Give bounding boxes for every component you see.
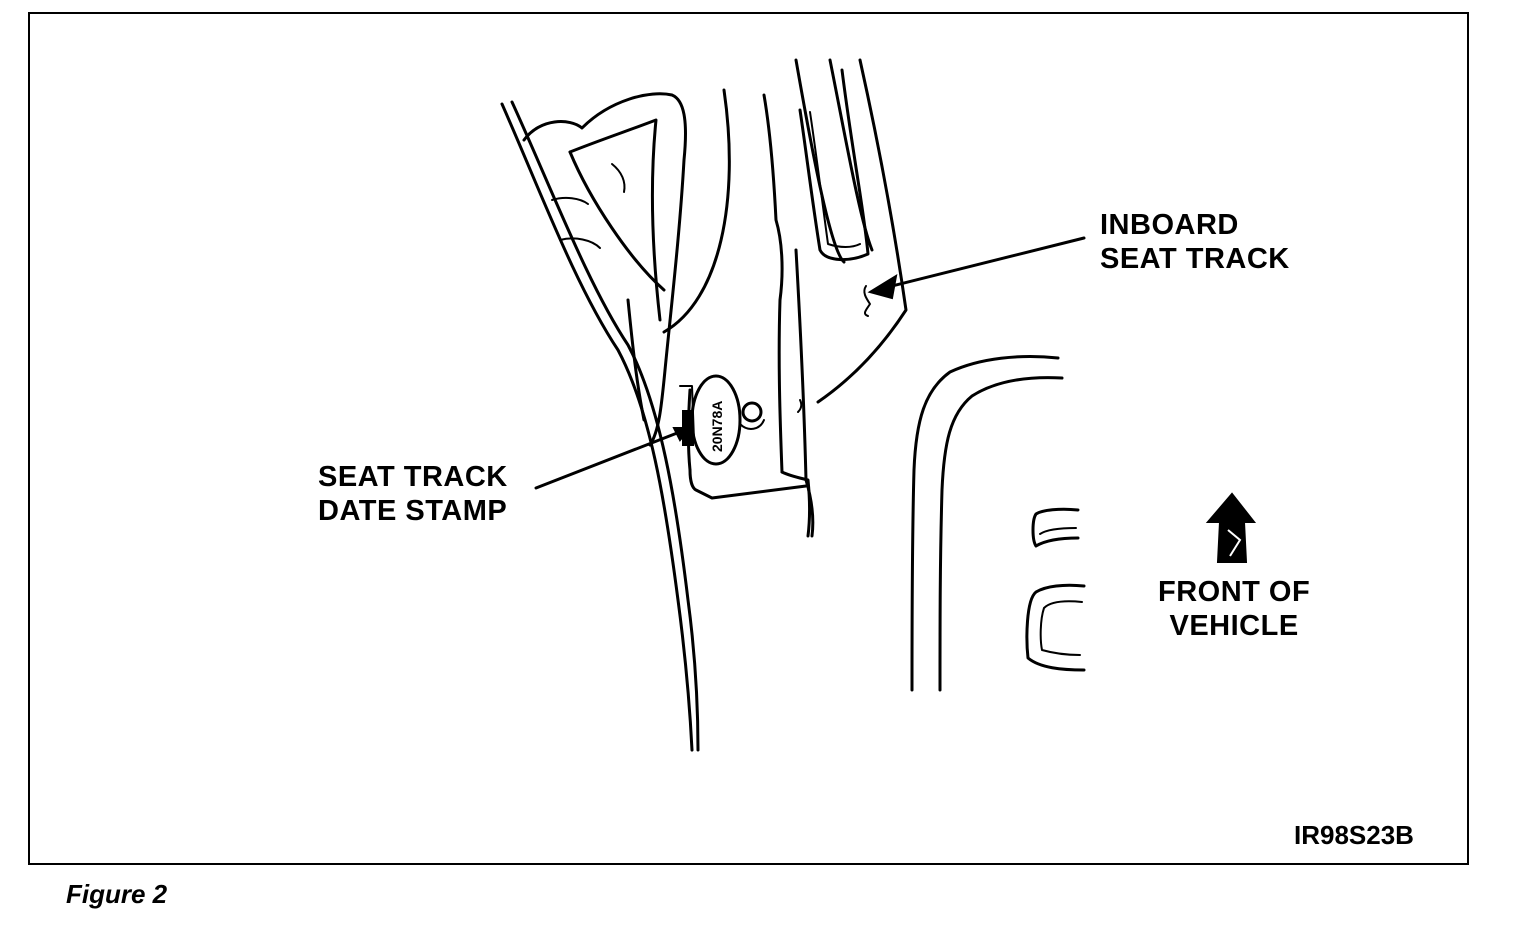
outer-rail-line: [500, 102, 694, 752]
outer-rail-line-inner: [510, 100, 700, 752]
front-label-line2: VEHICLE: [1169, 610, 1299, 642]
floor-contour-outer: [910, 355, 1060, 692]
mount-hole-edge: [739, 419, 765, 430]
date-stamp-mount-edge: [679, 385, 695, 441]
floor-cutout-lower-inner: [1039, 600, 1083, 656]
floor-cutout-upper: [1031, 507, 1080, 548]
date-stamp-label: SEAT TRACK DATE STAMP: [318, 460, 508, 528]
inboard-label-line1: INBOARD: [1100, 209, 1239, 241]
cushion-arc: [662, 88, 731, 334]
inboard-label-line2: SEAT TRACK: [1100, 243, 1290, 275]
date-stamp-leader-line: [534, 426, 692, 490]
floor-cutout-lower: [1025, 583, 1086, 672]
inboard-leader-line: [882, 236, 1086, 290]
front-label-line1: FRONT OF: [1158, 576, 1311, 608]
figure-code: IR98S23B: [1294, 820, 1414, 850]
seat-track-slot-inner: [809, 111, 861, 248]
seat-cushion-fold: [568, 118, 662, 322]
front-of-vehicle-label: FRONT OF VEHICLE: [1158, 575, 1310, 643]
front-arrow-highlight: [1227, 529, 1242, 557]
seat-track-right-edge: [816, 58, 908, 404]
floor-cutout-upper-inner: [1039, 527, 1077, 535]
seat-cushion-wrinkle-2: [559, 237, 601, 249]
seat-track-slot: [798, 68, 870, 261]
seat-track-wrinkle: [797, 399, 803, 413]
mount-hole: [741, 401, 763, 423]
front-arrow-icon: [1205, 492, 1257, 563]
figure-caption: Figure 2: [66, 879, 168, 909]
date-stamp-label-line2: DATE STAMP: [318, 495, 508, 527]
seat-track-left-edge: [762, 93, 784, 474]
seat-cushion-fold-2: [568, 150, 666, 292]
inboard-leader-arrow: [867, 273, 898, 300]
seat-track-mark: [863, 285, 871, 317]
seat-track-front-bracket: [780, 470, 811, 538]
date-stamp-leader-arrow: [672, 427, 693, 442]
seat-cushion-wrinkle: [551, 196, 589, 205]
seat-track-front-bracket-inner: [794, 248, 815, 538]
seat-cushion-wrinkle-3: [611, 163, 626, 193]
date-stamp-label-line1: SEAT TRACK: [318, 461, 508, 493]
inboard-seat-track-label: INBOARD SEAT TRACK: [1100, 208, 1290, 276]
date-stamp-text: 20N78A: [709, 401, 725, 452]
seat-cushion-outline: [522, 92, 687, 447]
floor-contour-inner: [938, 376, 1064, 692]
seat-track-bottom-plate: [688, 468, 808, 500]
figure-frame: [28, 12, 1469, 865]
seat-cushion-inner-edge: [626, 298, 646, 422]
